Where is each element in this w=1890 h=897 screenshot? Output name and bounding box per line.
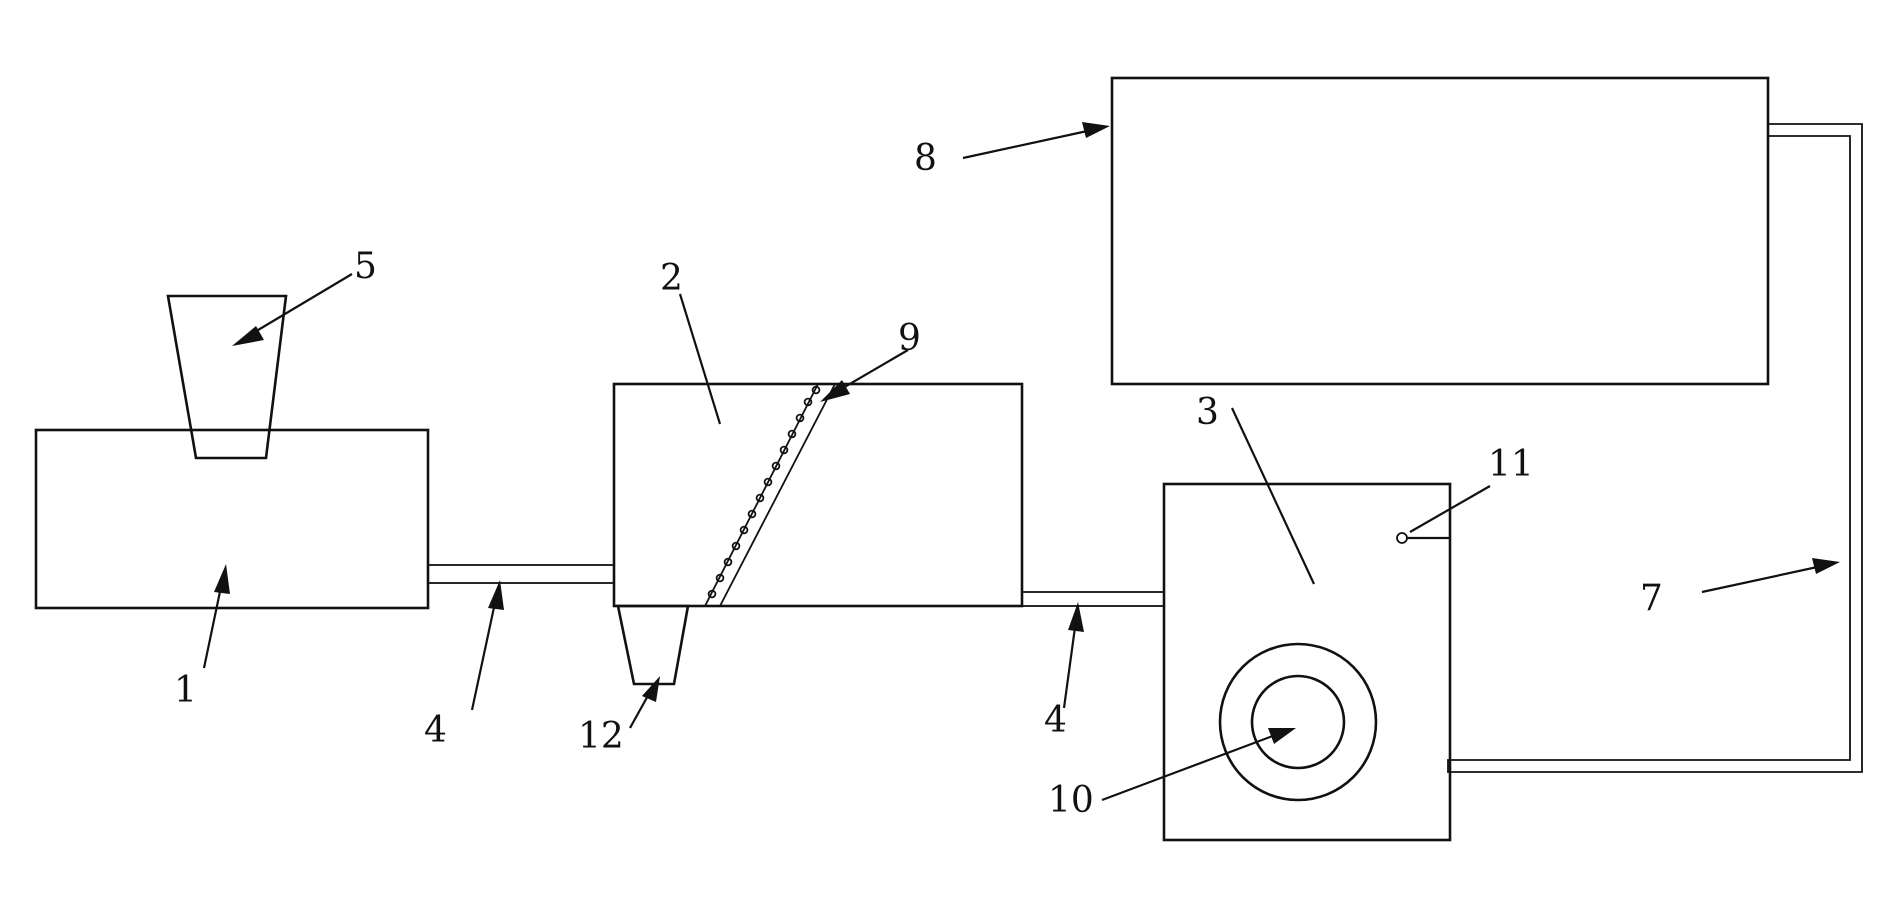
left-pipe: [427, 564, 615, 584]
sensor: [1396, 532, 1450, 544]
label-3: 3: [1196, 392, 1219, 433]
label-4-right: 4: [1044, 700, 1067, 741]
reference-numerals: 1 4 12 4 5 2 9 3 11 8 7 10: [174, 138, 1663, 821]
label-12: 12: [578, 716, 624, 757]
label-8: 8: [914, 138, 937, 179]
label-10: 10: [1048, 780, 1094, 821]
label-7: 7: [1640, 578, 1663, 619]
label-9: 9: [898, 318, 921, 359]
label-1: 1: [174, 670, 197, 711]
right-pipe: [1021, 591, 1165, 607]
label-4-left: 4: [424, 710, 447, 751]
label-11: 11: [1488, 444, 1534, 485]
label-5: 5: [354, 246, 377, 287]
label-2: 2: [660, 258, 683, 299]
storage-tank: [1110, 76, 1770, 386]
return-pipe: [1447, 123, 1863, 773]
mixing-tank: [34, 428, 430, 610]
separator: [1162, 482, 1452, 842]
leader-lines: [202, 122, 1840, 802]
rotor: [1218, 642, 1378, 802]
feed-hopper: [166, 294, 288, 460]
spiral-conveyor: [703, 383, 837, 607]
collection-hopper: [616, 604, 690, 686]
